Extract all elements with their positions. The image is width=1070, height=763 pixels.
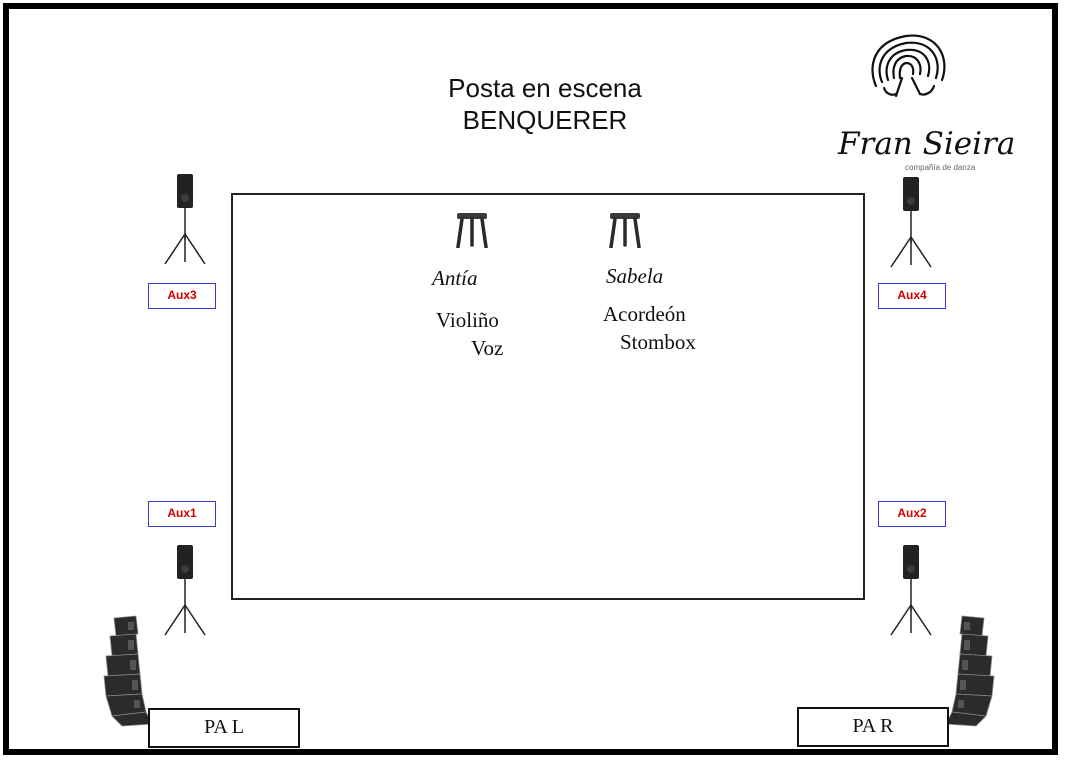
performer-instrument: Voz xyxy=(471,336,504,360)
speaker-on-stand-icon xyxy=(164,174,206,265)
pa-left-label: PA L xyxy=(148,708,300,748)
performer-instrument: Stombox xyxy=(620,330,696,354)
aux3-label: Aux3 xyxy=(148,283,216,309)
aux1-label: Aux1 xyxy=(148,501,216,527)
performer-instrument: Acordeón xyxy=(603,302,686,326)
performer-instrument: Violiño xyxy=(436,308,499,332)
performer-name: Sabela xyxy=(606,264,664,288)
stage-area xyxy=(231,193,865,600)
stool-icon xyxy=(456,213,488,248)
page-frame xyxy=(3,3,1058,755)
stool-icon xyxy=(609,213,641,248)
logo-name: Fran Sieira xyxy=(838,126,1016,162)
diagram-title: Posta en escena BENQUERER xyxy=(380,72,710,136)
line-array-speaker-icon xyxy=(945,615,995,727)
title-line-1: Posta en escena xyxy=(448,73,642,103)
aux4-label: Aux4 xyxy=(878,283,946,309)
title-line-2: BENQUERER xyxy=(462,105,628,135)
speaker-on-stand-icon xyxy=(890,177,932,268)
speaker-on-stand-icon xyxy=(164,545,206,636)
aux2-label: Aux2 xyxy=(878,501,946,527)
speaker-on-stand-icon xyxy=(890,545,932,636)
line-array-speaker-icon xyxy=(103,615,153,727)
spiral-emblem-icon xyxy=(871,34,946,98)
logo-subtitle: compañía de danza xyxy=(905,163,976,172)
performer-name: Antía xyxy=(432,266,478,290)
pa-right-label: PA R xyxy=(797,707,949,747)
